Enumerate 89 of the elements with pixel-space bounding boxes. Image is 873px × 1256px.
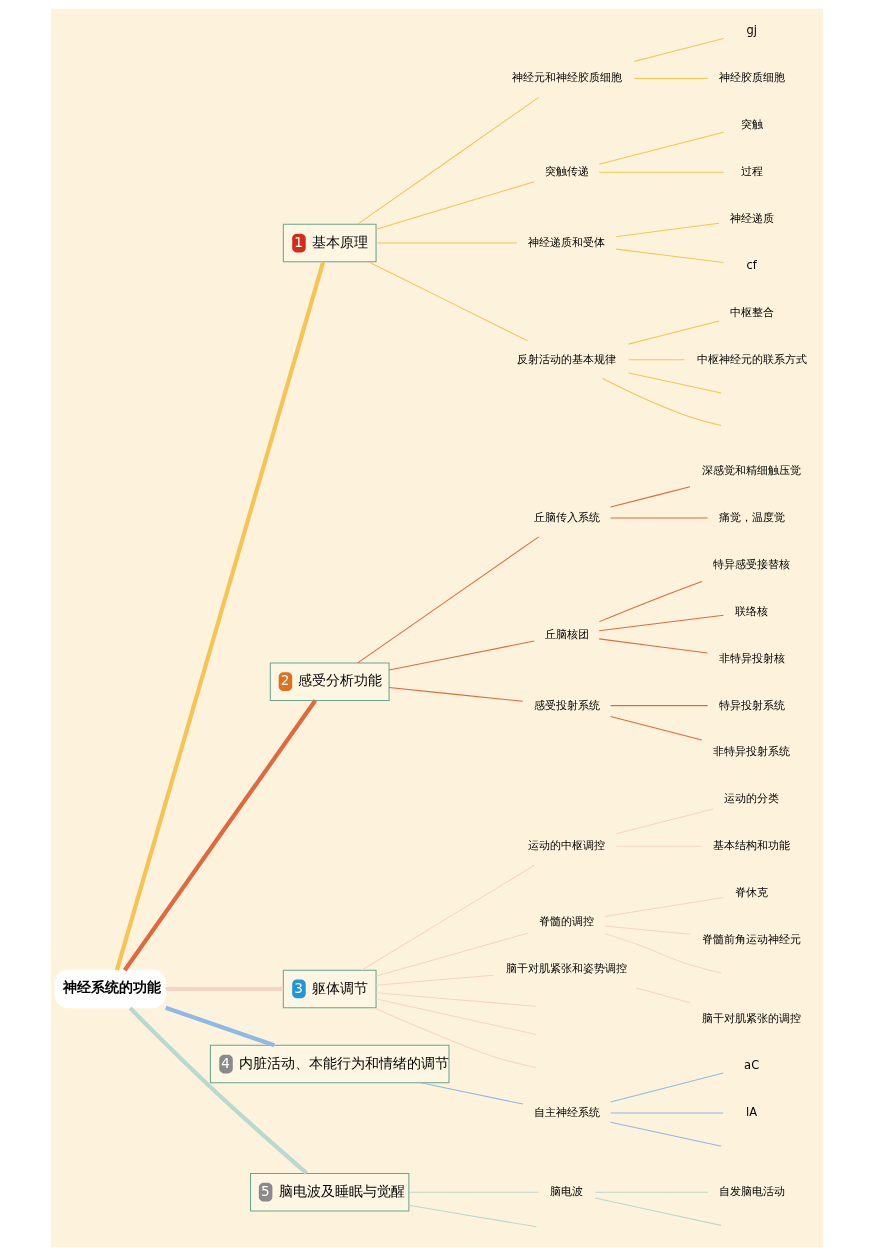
node-text: 丘脑核团 (544, 626, 589, 641)
node-text: 基本结构和功能 (712, 838, 790, 853)
node-text: cf (745, 257, 757, 272)
node-box: 神经系统的功能 (54, 969, 166, 1009)
connector (635, 987, 691, 1004)
connector (375, 932, 529, 977)
connector (609, 716, 702, 741)
connector (367, 261, 528, 342)
node-text: 神经胶质细胞 (718, 70, 785, 85)
node-text: lA (745, 1104, 757, 1119)
connector (375, 974, 494, 986)
connector (375, 242, 517, 244)
node-text: 深感觉和精细触压觉 (701, 463, 801, 478)
node-text: 自发脑电活动 (718, 1184, 785, 1199)
connector (609, 1121, 722, 1147)
node-text: 痛觉，温度觉 (718, 510, 785, 524)
node-box: 2 感受分析功能 (269, 662, 390, 701)
connector (356, 96, 539, 225)
connector (609, 1072, 724, 1103)
node-text: 脑干对肌紧张的调控 (701, 1011, 801, 1026)
node-text: 突触 (740, 117, 763, 132)
node-text: 非特异投射核 (718, 650, 785, 665)
connector (615, 808, 714, 835)
connector (601, 377, 722, 427)
connector (598, 614, 724, 632)
connector (594, 1191, 708, 1193)
connector (165, 986, 283, 992)
connector (122, 699, 317, 972)
node-text: 反射活动的基本规律 (516, 351, 616, 366)
node-text: 中枢整合 (729, 304, 774, 319)
node-text: 自主神经系统 (533, 1104, 600, 1119)
node-text: 神经递质 (729, 211, 774, 225)
connector (609, 705, 708, 707)
connector (627, 359, 685, 361)
connector (356, 536, 539, 664)
node-text: 联络核 (734, 603, 768, 618)
connector (615, 222, 720, 238)
node-text: 特异感受接替核 (712, 556, 790, 571)
connector (609, 486, 690, 508)
connector (375, 998, 537, 1036)
connector (603, 925, 690, 935)
connector (603, 896, 724, 917)
node-text: 脑干对肌紧张和姿势调控 (505, 961, 627, 976)
node-box: 5 脑电波及睡眠与觉醒 (249, 1172, 409, 1212)
node-text: aC (743, 1058, 759, 1073)
connector (388, 687, 523, 702)
connector (615, 248, 724, 264)
connector (609, 517, 708, 519)
connector (598, 580, 703, 623)
connector (627, 320, 720, 345)
node-text: 突触传递 (544, 164, 589, 179)
connector (375, 992, 537, 1007)
node-text: 丘脑传入系统 (533, 510, 600, 524)
connector (598, 171, 724, 173)
node-text: 神经递质和受体 (527, 234, 605, 249)
connector (407, 1204, 537, 1228)
connector (598, 131, 724, 165)
node-text: 运动的分类 (723, 791, 779, 806)
connector (128, 1006, 308, 1175)
node-text: 运动的中枢调控 (527, 838, 605, 853)
connector (594, 1197, 722, 1226)
connector (609, 1112, 724, 1114)
connector (360, 864, 535, 971)
node-text: 中枢神经元的联系方式 (696, 351, 807, 366)
connector (603, 933, 722, 974)
node-text: 非特异投射系统 (712, 744, 790, 759)
connector (375, 181, 535, 230)
node-box: 3 躯体调节 (282, 969, 377, 1009)
node-text: 脊休克 (734, 885, 768, 900)
connector (372, 1007, 537, 1069)
node-text: gj (745, 23, 757, 38)
node-box: 4 内脏活动、本能行为和情绪的调节 (209, 1044, 449, 1084)
connector (633, 77, 708, 79)
connector (388, 640, 535, 671)
node-text: 过程 (740, 164, 763, 179)
connector (407, 1191, 539, 1193)
connector (419, 1082, 523, 1105)
node-text: 感受投射系统 (533, 697, 600, 712)
connector (114, 261, 325, 971)
node-text: 神经元和神经胶质细胞 (511, 70, 622, 85)
connector (627, 372, 722, 394)
connector (164, 1005, 275, 1048)
node-box: 1 基本原理 (282, 223, 377, 263)
connector (633, 38, 724, 62)
connector (598, 638, 708, 654)
node-text: 脑电波 (549, 1184, 583, 1199)
node-text: 特异投射系统 (718, 697, 785, 712)
node-text: 脊髓前角运动神经元 (701, 931, 801, 946)
node-text: 脊髓的调控 (538, 914, 594, 929)
